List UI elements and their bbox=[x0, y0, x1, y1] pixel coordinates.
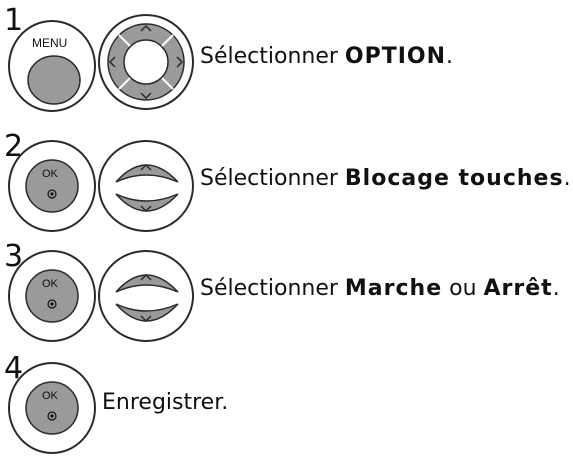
ok-label: OK bbox=[42, 278, 58, 290]
option-value-on: Marche bbox=[344, 276, 443, 301]
step-4-text: Enregistrer. bbox=[102, 390, 229, 415]
ok-button-icon[interactable]: OK bbox=[8, 140, 96, 232]
up-down-icon[interactable] bbox=[98, 250, 194, 342]
nav-4way-icon[interactable] bbox=[98, 14, 194, 110]
step-3: 3 OK Sélectionner Marche ou Arrêt. bbox=[0, 238, 573, 342]
option-value-off: Arrêt bbox=[483, 276, 553, 301]
menu-button-icon[interactable]: MENU bbox=[8, 20, 96, 112]
step-3-text: Sélectionner Marche ou Arrêt. bbox=[200, 276, 560, 301]
ok-label: OK bbox=[42, 390, 58, 402]
menu-label: MENU bbox=[32, 36, 68, 50]
step-number: 3 bbox=[4, 239, 24, 274]
step-1: 1 MENU Sélectionner OPTION. bbox=[0, 0, 573, 120]
step-number: 4 bbox=[4, 351, 24, 386]
step-number: 1 bbox=[4, 3, 24, 38]
step-number: 2 bbox=[4, 129, 24, 164]
step-1-text: Sélectionner OPTION. bbox=[200, 44, 454, 69]
step-2: 2 OK Sélectionner Blocage touches. bbox=[0, 128, 573, 232]
ok-button-icon[interactable]: OK bbox=[8, 362, 96, 454]
up-down-icon[interactable] bbox=[98, 140, 194, 232]
step-4: 4 OK Enregistrer. bbox=[0, 350, 573, 454]
ok-button-icon[interactable]: OK bbox=[8, 250, 96, 342]
menu-option-name: OPTION bbox=[344, 44, 447, 69]
step-2-text: Sélectionner Blocage touches. bbox=[200, 166, 571, 191]
menu-option-name: Blocage touches bbox=[344, 166, 564, 191]
ok-label: OK bbox=[42, 168, 58, 180]
